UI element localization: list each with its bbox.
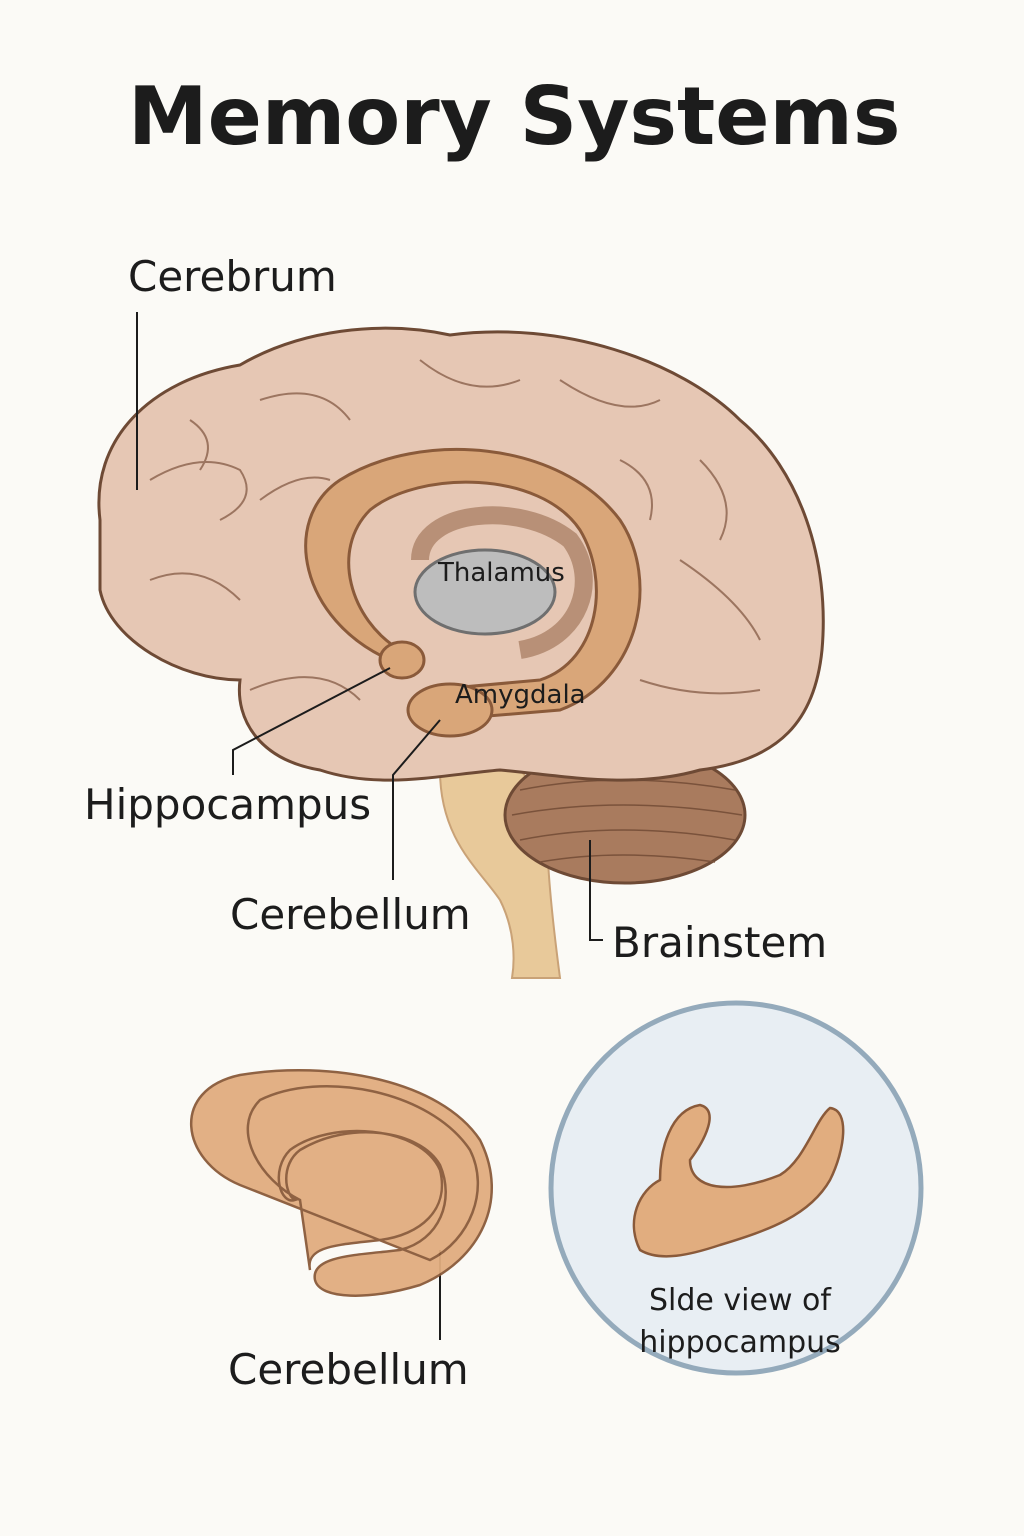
cerebrum-label: Cerebrum	[128, 252, 337, 301]
inset-caption: Slde view of hippocampus	[600, 1280, 880, 1364]
brainstem-leader	[589, 840, 603, 941]
brainstem-label: Brainstem	[612, 918, 828, 967]
limbic-detail-shape	[189, 1069, 494, 1297]
hippocampus-label: Hippocampus	[84, 780, 372, 829]
hippocampus-shape	[378, 640, 426, 680]
thalamus-label: Thalamus	[438, 558, 565, 588]
hippocampus-side-view-shape	[632, 1103, 845, 1258]
inset-caption-line2: hippocampus	[639, 1325, 841, 1360]
amygdala-shape	[406, 682, 494, 738]
page-title: Memory Systems	[128, 70, 901, 163]
inset-caption-line1: Slde view of	[649, 1283, 831, 1318]
thalamus-shape	[413, 548, 557, 636]
hippocampus-leader	[232, 667, 391, 775]
cerebellum-leader	[392, 719, 441, 880]
bottom-cerebellum-label: Cerebellum	[228, 1345, 469, 1394]
cerebellum-label: Cerebellum	[230, 890, 471, 939]
amygdala-label: Amygdala	[455, 680, 586, 710]
